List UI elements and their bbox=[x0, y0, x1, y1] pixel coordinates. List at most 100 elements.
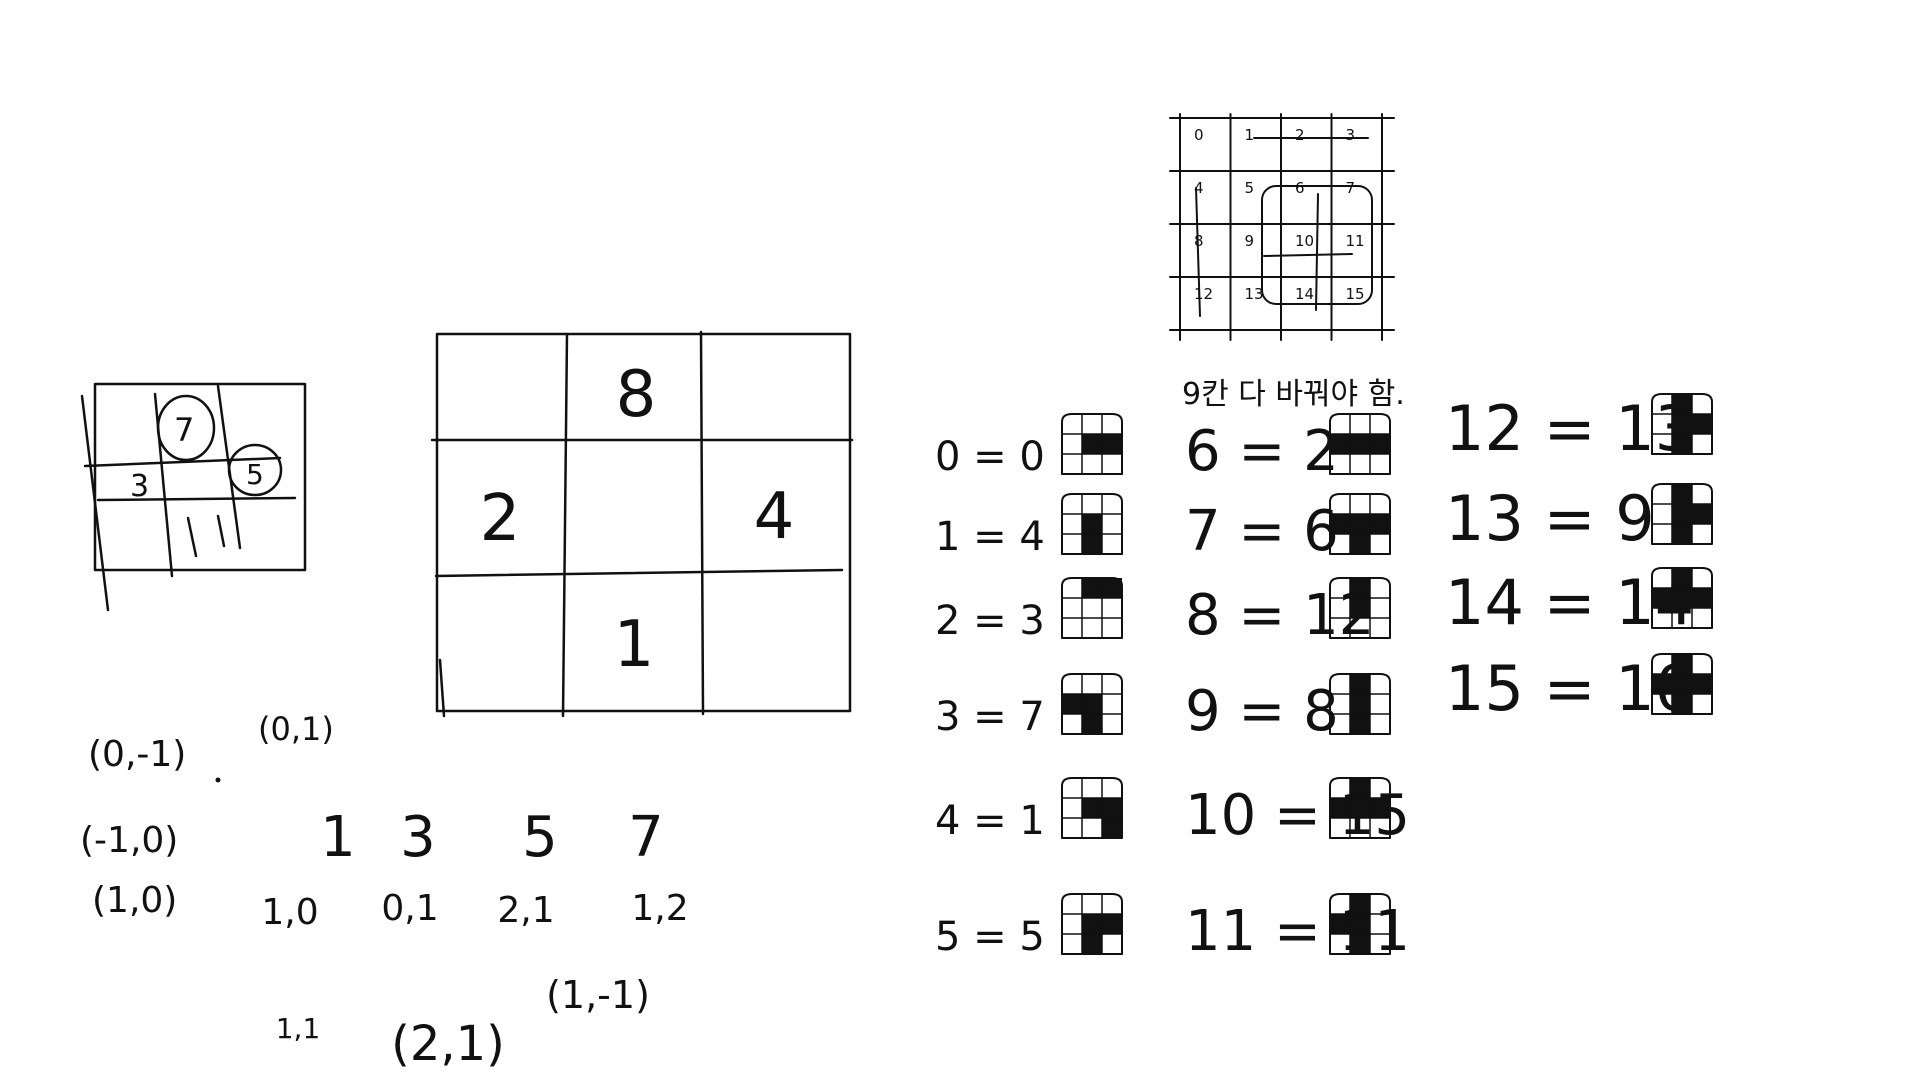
mapping-icon-fill bbox=[1102, 434, 1122, 454]
mapping-icon-fill bbox=[1370, 434, 1390, 454]
index-grid-number: 11 bbox=[1346, 232, 1365, 250]
main-grid-cell-7: 1 bbox=[614, 608, 655, 682]
main-grid-cell-1: 8 bbox=[616, 358, 657, 432]
mapping-icon-fill bbox=[1102, 798, 1122, 818]
mapping-label: 9 = 8 bbox=[1185, 679, 1339, 744]
small-sketch-circle-7 bbox=[156, 394, 216, 462]
mapping-icon bbox=[1061, 893, 1123, 955]
mapping-label: 6 = 2 bbox=[1185, 419, 1339, 484]
small-sketch-left-stroke bbox=[80, 394, 110, 612]
mapping-icon-frame bbox=[1651, 653, 1713, 715]
mapping-icon-fill bbox=[1082, 514, 1102, 534]
mapping-icon-frame bbox=[1061, 493, 1123, 555]
mapping-icon-fill bbox=[1692, 414, 1712, 434]
mapping-icon-fill bbox=[1350, 514, 1370, 534]
small-sketch-hline-1 bbox=[83, 456, 282, 468]
small-sketch-label-7: 7 bbox=[174, 411, 194, 449]
mapping-icon bbox=[1061, 673, 1123, 735]
index-grid-number: 5 bbox=[1245, 179, 1255, 197]
mapping-label: 2 = 3 bbox=[935, 598, 1045, 644]
mapping-icon-fill bbox=[1350, 798, 1370, 818]
bottom-note-1: 1,1 bbox=[276, 1012, 321, 1045]
mapping-icon-fill bbox=[1350, 534, 1370, 554]
coord-note-dot bbox=[215, 777, 221, 783]
coord-notes: (0,-1) (-1,0) (1,0) (0,1) 1 3 5 7 1,0 0,… bbox=[80, 710, 689, 1072]
mapping-icon-fill bbox=[1350, 598, 1370, 618]
mapping-icon-fill bbox=[1350, 578, 1370, 598]
mapping-icon-fill bbox=[1350, 674, 1370, 694]
odd-coord-7: 1,2 bbox=[631, 888, 688, 929]
odd-number-1: 1 bbox=[320, 805, 356, 870]
index-grid-number: 2 bbox=[1295, 126, 1305, 144]
mapping-icon bbox=[1061, 413, 1123, 475]
coord-note-top: (0,1) bbox=[258, 710, 334, 748]
main-grid-vline-2 bbox=[699, 330, 705, 716]
bottom-note-3: (1,-1) bbox=[546, 973, 650, 1017]
mapping-icon-fill bbox=[1652, 588, 1672, 608]
main-grid-cell-5: 4 bbox=[754, 480, 795, 554]
mapping-icon-fill bbox=[1350, 914, 1370, 934]
mapping-icon-fill bbox=[1350, 934, 1370, 954]
index-grid-arrow-col2 bbox=[1315, 193, 1319, 311]
bottom-note-2: (2,1) bbox=[391, 1016, 505, 1072]
mapping-icon bbox=[1329, 777, 1391, 839]
odd-coord-1: 1,0 bbox=[261, 892, 318, 933]
mapping-list: 0 = 01 = 42 = 33 = 74 = 15 = 56 = 27 = 6… bbox=[935, 392, 1713, 964]
mapping-label: 4 = 1 bbox=[935, 798, 1045, 844]
index-grid-number: 0 bbox=[1194, 126, 1204, 144]
mapping-icon-frame bbox=[1061, 893, 1123, 955]
mapping-icon-fill bbox=[1672, 588, 1692, 608]
mapping-icon bbox=[1651, 653, 1713, 715]
mapping-icon-frame bbox=[1061, 577, 1123, 639]
small-sketch-tick-2 bbox=[216, 514, 226, 548]
mapping-label: 7 = 6 bbox=[1185, 499, 1339, 564]
mapping-label: 3 = 7 bbox=[935, 694, 1045, 740]
mapping-icon bbox=[1061, 777, 1123, 839]
mapping-icon-fill bbox=[1350, 694, 1370, 714]
mapping-icon-frame bbox=[1061, 413, 1123, 475]
odd-coord-5: 2,1 bbox=[497, 890, 554, 931]
mapping-icon-fill bbox=[1350, 434, 1370, 454]
mapping-icon-fill bbox=[1082, 934, 1102, 954]
mapping-icon-frame bbox=[1329, 673, 1391, 735]
index-grid-number: 4 bbox=[1194, 179, 1204, 197]
main-grid-left-extend bbox=[438, 658, 446, 718]
index-grid-number: 9 bbox=[1245, 232, 1255, 250]
mapping-icon-frame bbox=[1651, 483, 1713, 545]
odd-number-3: 3 bbox=[400, 805, 436, 870]
mapping-icon-frame bbox=[1651, 393, 1713, 455]
coord-note-left-3: (1,0) bbox=[92, 880, 177, 921]
mapping-icon-fill bbox=[1330, 798, 1350, 818]
mapping-icon-fill bbox=[1692, 674, 1712, 694]
mapping-icon-fill bbox=[1672, 414, 1692, 434]
mapping-icon-fill bbox=[1102, 914, 1122, 934]
mapping-label: 0 = 0 bbox=[935, 434, 1045, 480]
mapping-icon bbox=[1329, 413, 1391, 475]
mapping-icon-fill bbox=[1672, 504, 1692, 524]
mapping-icon bbox=[1651, 567, 1713, 629]
mapping-icon-fill bbox=[1082, 534, 1102, 554]
mapping-icon-fill bbox=[1692, 504, 1712, 524]
index-grid-number: 13 bbox=[1245, 285, 1264, 303]
mapping-icon-fill bbox=[1672, 694, 1692, 714]
index-grid-number: 15 bbox=[1346, 285, 1365, 303]
mapping-icon-frame bbox=[1329, 413, 1391, 475]
small-sketch-hline-2 bbox=[96, 496, 297, 502]
main-grid: 8 2 4 1 bbox=[430, 330, 854, 718]
mapping-icon-fill bbox=[1082, 714, 1102, 734]
mapping-icon-fill bbox=[1330, 514, 1350, 534]
main-grid-cell-3: 2 bbox=[480, 482, 521, 556]
mapping-icon bbox=[1329, 493, 1391, 555]
mapping-icon-fill bbox=[1082, 694, 1102, 714]
mapping-icon-frame bbox=[1329, 493, 1391, 555]
mapping-icon-frame bbox=[1329, 893, 1391, 955]
mapping-icon-frame bbox=[1061, 777, 1123, 839]
mapping-icon-frame bbox=[1329, 577, 1391, 639]
mapping-icon-fill bbox=[1330, 434, 1350, 454]
small-sketch-label-5: 5 bbox=[246, 458, 264, 491]
mapping-icon bbox=[1061, 577, 1123, 639]
mapping-label: 1 = 4 bbox=[935, 514, 1045, 560]
